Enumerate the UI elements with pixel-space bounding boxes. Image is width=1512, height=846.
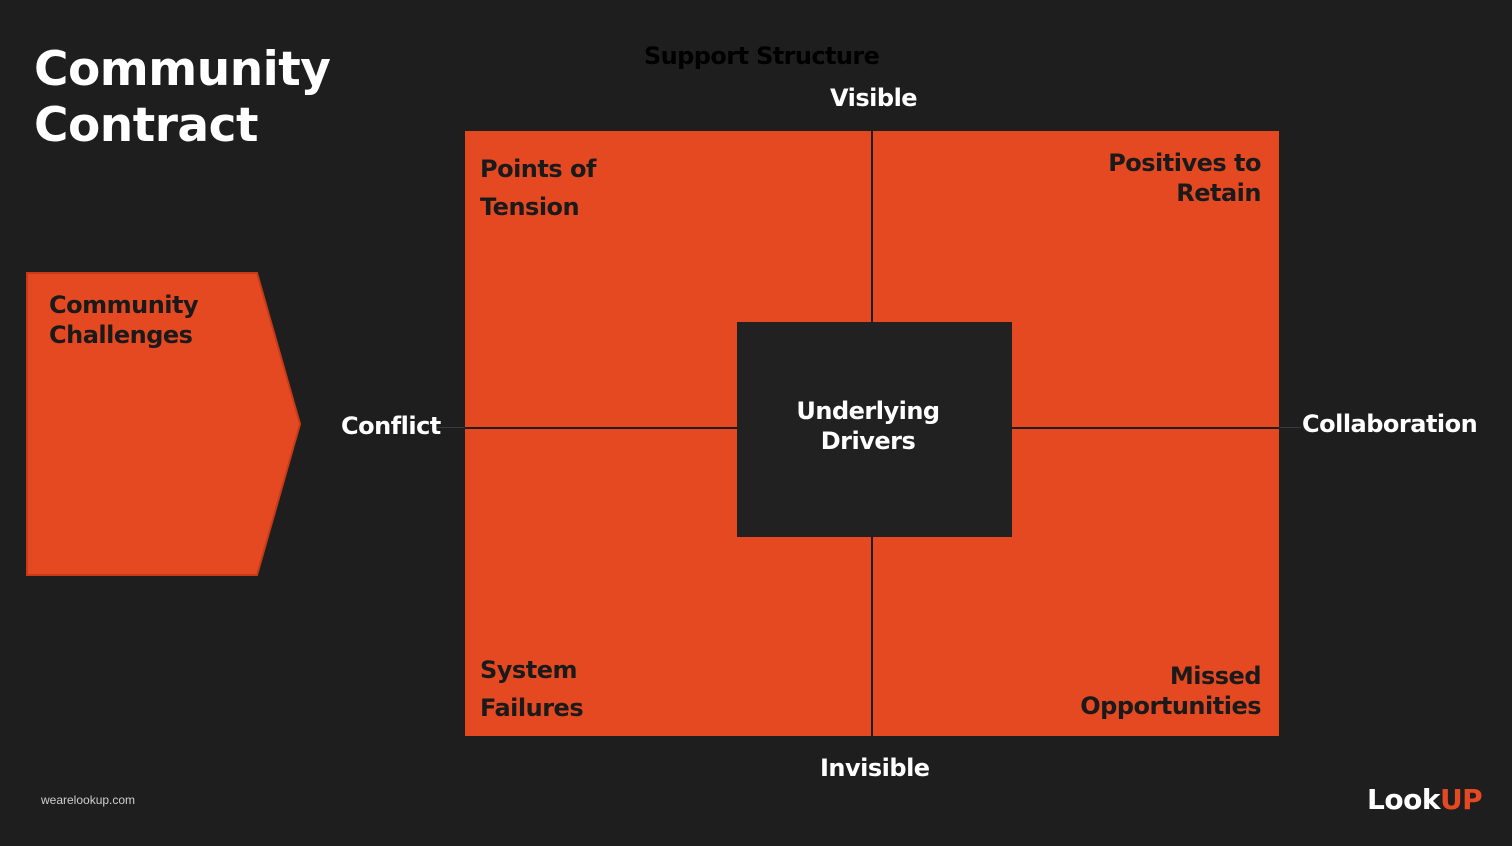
quadrant-tl-line1: Points of xyxy=(480,155,596,183)
quadrant-br-line2: Opportunities xyxy=(1080,692,1261,720)
center-label-line1: Underlying xyxy=(796,397,940,425)
lookup-logo: LookUP xyxy=(1367,783,1483,816)
slide-title: Community Contract xyxy=(34,42,331,154)
axis-line-right xyxy=(1279,427,1301,428)
logo-look: Look xyxy=(1367,783,1440,816)
support-structure-label: Support Structure xyxy=(644,42,880,70)
quadrant-missed-opportunities: Missed Opportunities xyxy=(1080,661,1261,721)
logo-up: UP xyxy=(1439,783,1483,816)
quadrant-tr-line1: Positives to xyxy=(1108,149,1261,177)
slide-title-line1: Community xyxy=(34,42,331,97)
chevron-label-line2: Challenges xyxy=(49,321,193,349)
axis-label-collaboration: Collaboration xyxy=(1302,410,1478,438)
axis-line-left xyxy=(437,427,465,428)
axis-label-invisible: Invisible xyxy=(820,754,930,782)
quadrant-bl-line2: Failures xyxy=(480,694,584,722)
center-label-line2: Drivers xyxy=(820,427,916,455)
quadrant-bl-line1: System xyxy=(480,656,577,684)
axis-label-visible: Visible xyxy=(830,84,918,112)
website-url: wearelookup.com xyxy=(41,793,136,807)
quadrant-points-of-tension: Points of Tension xyxy=(480,150,596,226)
slide-title-line2: Contract xyxy=(34,98,258,153)
underlying-drivers-box xyxy=(737,322,1012,537)
quadrant-positives-to-retain: Positives to Retain xyxy=(1108,148,1261,208)
quadrant-tr-line2: Retain xyxy=(1176,179,1261,207)
quadrant-system-failures: System Failures xyxy=(480,651,584,727)
quadrant-tl-line2: Tension xyxy=(480,193,580,221)
community-challenges-label: Community Challenges xyxy=(49,290,199,350)
axis-label-conflict: Conflict xyxy=(341,412,441,440)
quadrant-br-line1: Missed xyxy=(1169,662,1262,690)
community-challenges-chevron xyxy=(26,272,302,576)
underlying-drivers-label: Underlying Drivers xyxy=(737,396,999,456)
chevron-label-line1: Community xyxy=(49,291,199,319)
